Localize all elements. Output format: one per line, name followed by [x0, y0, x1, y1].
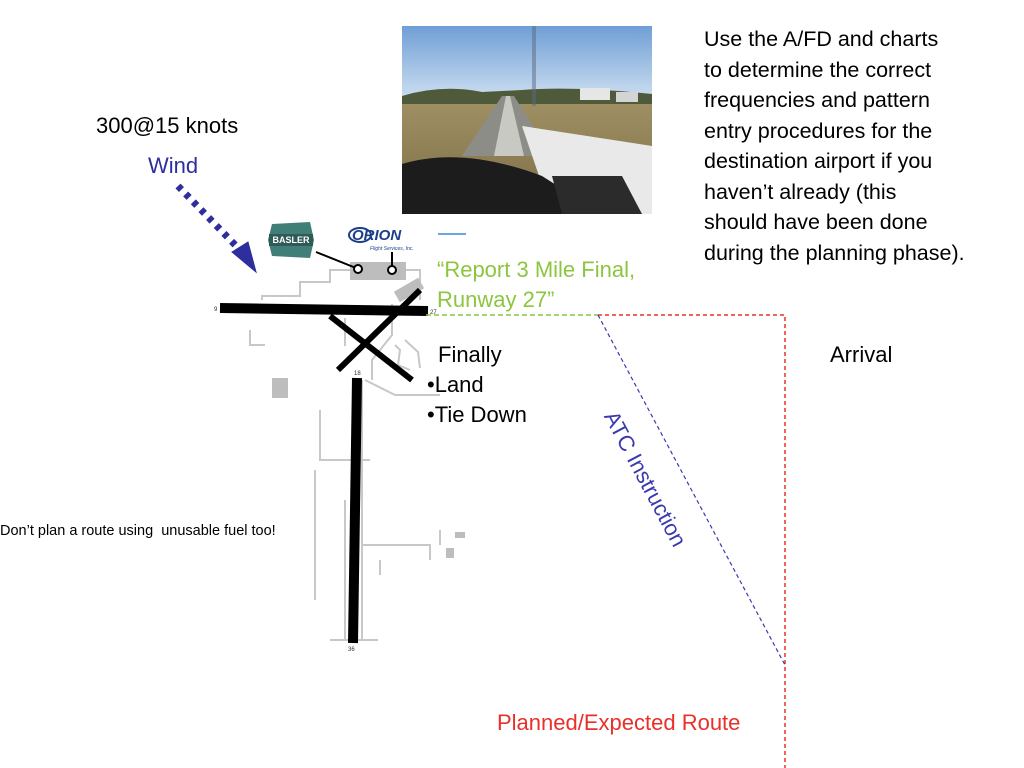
cockpit-approach-photo: [402, 26, 652, 214]
finally-block: Finally •Land •Tie Down: [427, 340, 527, 430]
instructions-line: to determine the correct: [704, 57, 932, 82]
runway-number-27: 27: [430, 310, 437, 316]
wind-label: Wind: [148, 153, 199, 178]
orion-logo-subtitle: Flight Services, Inc.: [370, 246, 414, 252]
runway-number-labels: 9 27 18 36: [214, 307, 437, 653]
runway-diag-1: [328, 313, 414, 383]
runway-diag-2: [335, 287, 423, 373]
runway-number-18: 18: [354, 371, 361, 377]
instructions-line: frequencies and pattern: [704, 88, 930, 112]
fuel-note: Don’t plan a route using unusable fuel t…: [0, 523, 276, 539]
planned-route-label: Planned/Expected Route: [497, 710, 741, 735]
runway-18-36: [348, 377, 362, 644]
instructions-line: should have been done: [704, 210, 928, 234]
wind-arrow: [175, 183, 257, 274]
runway-number-36: 36: [348, 647, 355, 653]
finally-item-tie-down: •Tie Down: [427, 402, 527, 427]
instructions-text: Use the A/FD and charts to determine the…: [704, 24, 965, 268]
instructions-line: Use the A/FD and charts: [704, 27, 939, 51]
logo-pointers: [315, 251, 397, 275]
runways: [219, 287, 429, 644]
planned-route-line: [598, 314, 786, 768]
runway-number-9: 9: [214, 307, 218, 313]
orion-logo: ORION Flight Services, Inc.: [346, 224, 466, 254]
instructions-line: during the planning phase).: [704, 240, 965, 265]
atc-report-line-1: “Report 3 Mile Final,: [437, 257, 636, 282]
atc-report-line-2: Runway 27”: [437, 287, 555, 312]
arrival-label: Arrival: [830, 342, 893, 367]
instructions-line: haven’t already (this: [704, 179, 897, 204]
atc-report-text: “Report 3 Mile Final, Runway 27”: [437, 255, 635, 315]
finally-title: Finally: [438, 342, 502, 367]
instructions-line: entry procedures for the: [704, 118, 933, 143]
instructions-line: destination airport if you: [704, 149, 933, 173]
wind-speed-label: 300@15 knots: [96, 113, 239, 138]
atc-instruction-line: [597, 314, 786, 666]
orion-logo-text: ORION: [352, 227, 402, 244]
finally-item-land: •Land: [427, 372, 484, 397]
basler-logo-text: BASLER: [272, 235, 310, 245]
runway-9-27: [219, 303, 429, 316]
basler-logo: BASLER: [266, 220, 316, 260]
